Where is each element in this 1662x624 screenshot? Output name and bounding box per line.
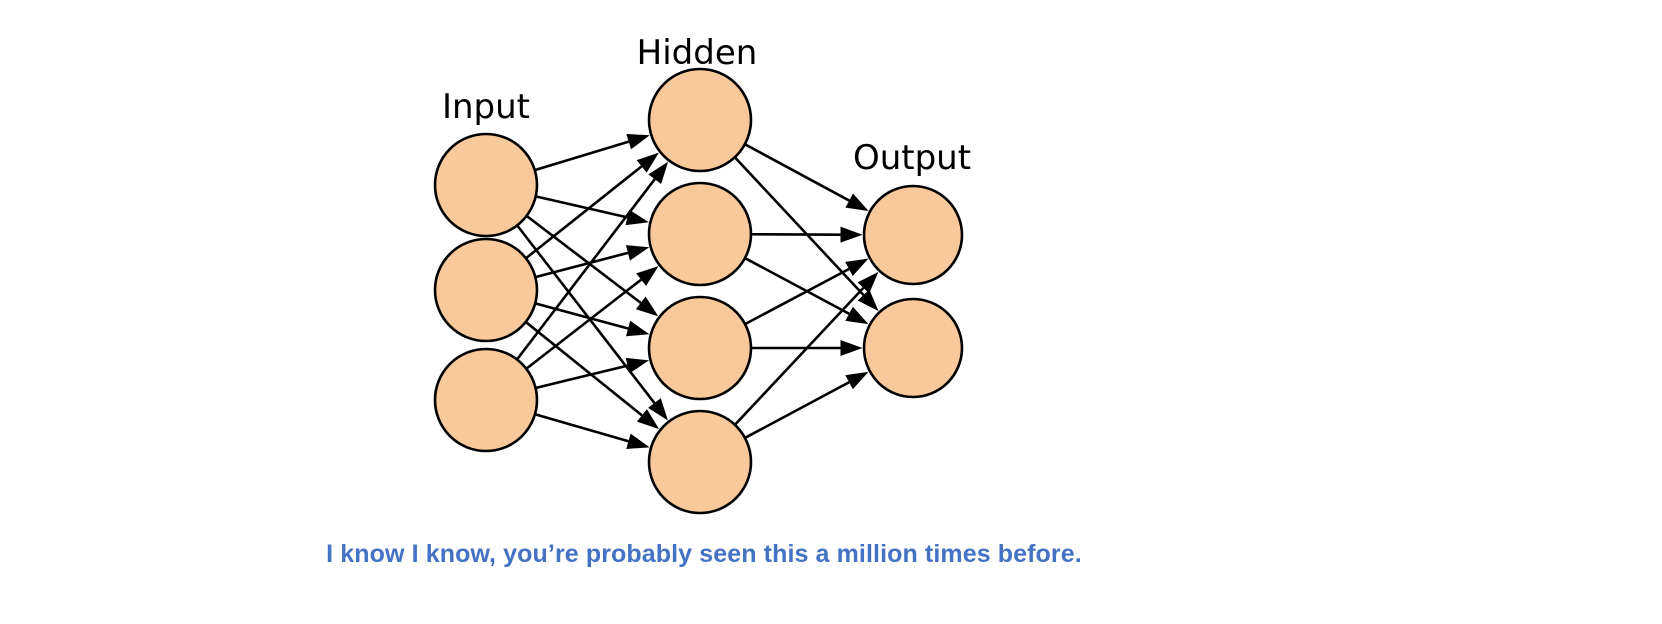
connection-arrow-input2-to-1	[525, 152, 659, 260]
connection-shaft	[516, 224, 656, 404]
arrow-head-icon	[845, 371, 869, 390]
arrow-head-icon	[840, 340, 863, 356]
connection-arrow-hidden3-to-1	[744, 258, 869, 326]
connection-arrow-input1-to-2	[535, 195, 649, 226]
arrow-head-icon	[857, 289, 879, 312]
connection-arrow-hidden2-to-2	[744, 256, 869, 325]
connection-shaft	[525, 214, 642, 304]
arrow-head-icon	[635, 296, 659, 317]
connection-arrow-input3-to-4	[534, 412, 650, 449]
arrow-head-icon	[625, 357, 649, 374]
connection-shaft	[744, 381, 850, 440]
layer-label-output: Output	[853, 138, 971, 178]
neuron-hidden-4	[647, 409, 753, 515]
neuron-input-1	[433, 132, 539, 238]
neuron-hidden-2	[647, 181, 753, 287]
connection-arrow-hidden1-to-1	[744, 143, 869, 212]
arrow-head-icon	[626, 320, 650, 337]
connection-shaft	[744, 267, 850, 326]
connection-shaft	[733, 286, 865, 426]
neurons-group	[433, 67, 964, 515]
connection-arrow-input3-to-1	[515, 161, 669, 361]
connection-shaft	[525, 165, 643, 260]
neuron-input-3	[433, 347, 539, 453]
connection-arrow-input2-to-2	[535, 245, 650, 279]
connection-arrow-hidden4-to-2	[744, 371, 869, 440]
connection-shaft	[534, 140, 630, 172]
arrow-head-icon	[845, 193, 869, 212]
connection-shaft	[524, 320, 643, 417]
layer-label-input: Input	[442, 87, 530, 127]
connection-shaft	[733, 156, 865, 296]
neuron-input-2	[433, 237, 539, 343]
connection-shaft	[534, 412, 629, 443]
layer-label-hidden: Hidden	[637, 33, 758, 73]
arrow-head-icon	[840, 226, 863, 243]
connection-shaft	[535, 364, 628, 390]
connection-shaft	[744, 143, 850, 202]
arrow-head-icon	[625, 245, 650, 261]
connection-arrow-input1-to-4	[516, 224, 668, 421]
connection-arrow-input1-to-3	[525, 214, 659, 317]
arrow-head-icon	[845, 258, 869, 277]
connections-group	[515, 133, 879, 449]
neuron-output-2	[862, 297, 964, 399]
connection-shaft	[515, 178, 656, 361]
connection-arrow-input3-to-2	[525, 266, 659, 370]
arrow-head-icon	[857, 271, 879, 294]
connection-arrow-input2-to-3	[534, 302, 650, 337]
arrow-head-icon	[648, 398, 668, 421]
connection-arrow-hidden4-to-1	[733, 271, 879, 426]
arrow-head-icon	[636, 152, 659, 173]
connection-arrow-input3-to-3	[535, 357, 649, 390]
arrow-head-icon	[625, 209, 649, 226]
neuron-output-1	[862, 184, 964, 286]
arrow-head-icon	[626, 433, 650, 449]
connection-arrow-input2-to-4	[524, 320, 660, 430]
connection-shaft	[744, 256, 850, 315]
neuron-hidden-1	[647, 67, 753, 173]
neuron-hidden-3	[647, 295, 753, 401]
arrow-head-icon	[636, 409, 660, 430]
connection-shaft	[534, 302, 629, 330]
caption-text: I know I know, you’re probably seen this…	[326, 540, 1082, 568]
connection-shaft	[535, 195, 628, 219]
arrow-head-icon	[845, 306, 869, 325]
arrow-head-icon	[636, 266, 659, 286]
connection-shaft	[535, 251, 629, 279]
arrow-head-icon	[648, 161, 669, 185]
connection-arrow-hidden3-to-2	[751, 340, 863, 356]
connection-arrow-input1-to-1	[534, 133, 650, 172]
connection-shaft	[525, 278, 642, 370]
connection-arrow-hidden2-to-1	[750, 226, 863, 243]
arrow-head-icon	[626, 133, 650, 150]
